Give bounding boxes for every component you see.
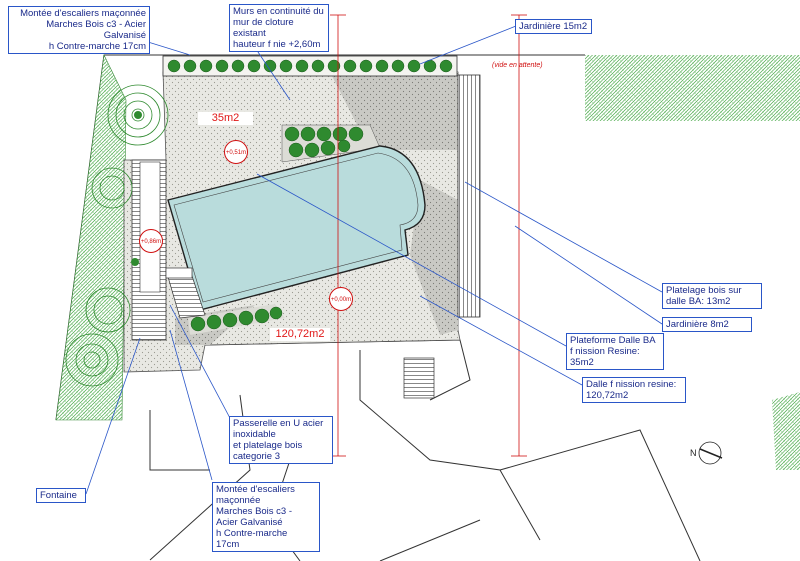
level-marker-left: +0,86m bbox=[139, 229, 163, 253]
planter-behind-pool-shrubs bbox=[284, 126, 364, 158]
pool-coping bbox=[173, 152, 419, 303]
leader-lines bbox=[85, 25, 663, 495]
plant-marker bbox=[131, 258, 139, 266]
area-120m2: 120,72m2 bbox=[270, 328, 330, 341]
fountain-basin bbox=[134, 111, 142, 119]
label-planter-8m2: Jardinière 8m2 bbox=[662, 317, 752, 332]
label-stairs-top: Montée d'escaliers maçonnée Marches Bois… bbox=[8, 6, 150, 54]
label-wall: Murs en continuité du mur de cloture exi… bbox=[229, 4, 329, 52]
note-void: (vide en attente) bbox=[492, 62, 543, 69]
label-stairs-bottom: Montée d'escaliers maçonnée Marches Bois… bbox=[212, 482, 320, 552]
label-slab: Dalle f nission resine: 120,72m2 bbox=[582, 377, 686, 403]
planter-8m2-shrubs bbox=[190, 306, 283, 332]
label-decking: Platelage bois sur dalle BA: 13m2 bbox=[662, 283, 762, 309]
label-platform: Plateforme Dalle BA f nission Resine: 35… bbox=[566, 333, 664, 370]
fountain-trees bbox=[65, 84, 169, 387]
area-35m2: 35m2 bbox=[198, 112, 253, 125]
label-footbridge: Passerelle en U acier inoxidable et plat… bbox=[229, 416, 333, 464]
stairs-left-inner bbox=[139, 161, 161, 293]
lawn-bottom-right bbox=[772, 392, 800, 470]
section-axes bbox=[330, 14, 527, 457]
lawn-left bbox=[55, 53, 127, 421]
stairs-lower bbox=[403, 357, 435, 399]
north-arrow: N bbox=[690, 441, 723, 465]
level-marker-center: +0,00m bbox=[329, 287, 353, 311]
label-planter-15m2: Jardinière 15m2 bbox=[515, 19, 592, 34]
north-symbol: N bbox=[690, 448, 697, 458]
planter-15m2-shrubs bbox=[167, 59, 453, 73]
level-marker-top: +0,51m bbox=[224, 140, 248, 164]
wood-decking bbox=[457, 74, 481, 318]
footbridge bbox=[165, 267, 193, 279]
lawn-right bbox=[585, 55, 800, 121]
label-fountain: Fontaine bbox=[36, 488, 86, 503]
pool bbox=[167, 145, 426, 311]
